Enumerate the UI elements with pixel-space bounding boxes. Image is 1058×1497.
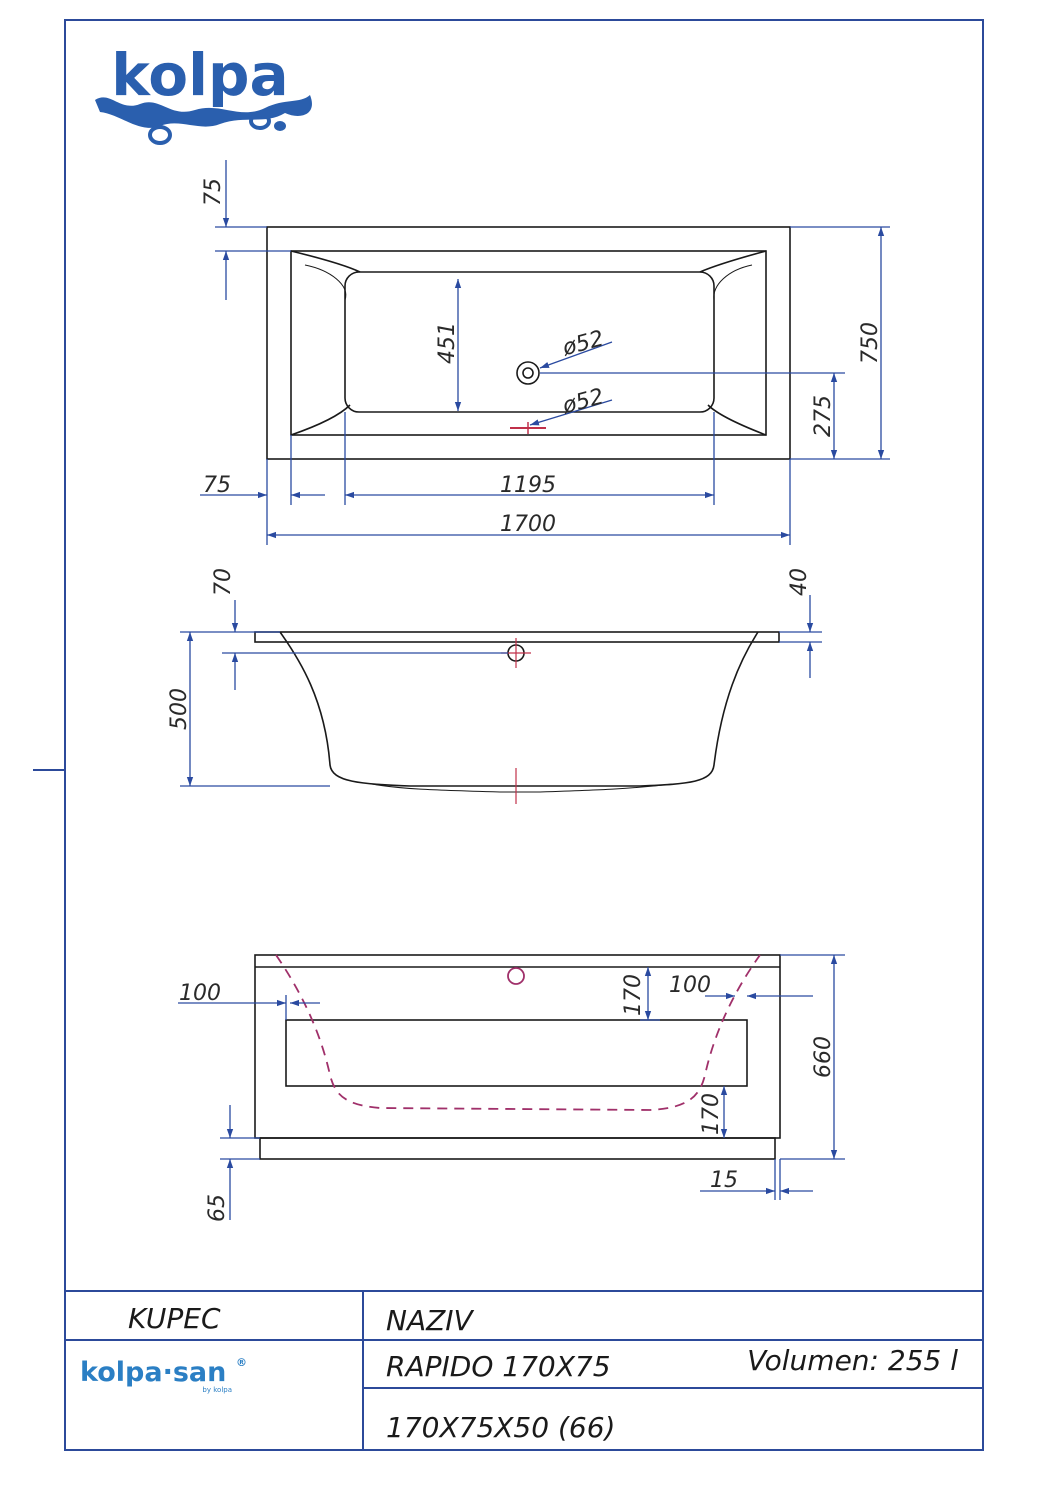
side-view — [254, 631, 780, 804]
kolpa-san-logo: kolpa·san ® by kolpa — [80, 1356, 247, 1394]
volume-value: Volumen: 255 l — [747, 1344, 958, 1377]
dim-overflow-dia-label: ø52 — [559, 384, 606, 419]
top-view — [266, 226, 791, 460]
model-name: RAPIDO 170X75 — [386, 1350, 611, 1383]
drain-outer — [516, 361, 540, 385]
dim-base-offset-label: 15 — [710, 1168, 738, 1193]
side-rim — [254, 631, 780, 643]
dim-rim-side-label: 75 — [203, 473, 231, 498]
logo-wave-icon — [95, 95, 312, 128]
dim-rim-left-label: 70 — [211, 568, 236, 596]
tub-rim-inner — [290, 250, 767, 436]
size-value: 170X75X50 (66) — [386, 1411, 615, 1444]
dim-rim-top-label: 75 — [201, 178, 226, 206]
dim-bottom-band-label: 170 — [699, 1093, 724, 1135]
front-base — [259, 1137, 776, 1160]
front-hidden-contour — [275, 954, 761, 1111]
top-view-dimensions — [200, 160, 890, 545]
footer-logo-wordmark: kolpa·san — [80, 1357, 226, 1388]
side-view-labels: 70 40 500 — [167, 568, 812, 730]
logo-drop-icon — [274, 121, 286, 131]
side-body — [279, 631, 759, 787]
front-view-labels: 100 100 170 170 660 65 15 — [179, 973, 836, 1222]
title-block — [65, 1290, 983, 1450]
logo-wordmark: kolpa — [111, 41, 288, 109]
dim-total-width-label: 750 — [858, 322, 883, 364]
front-view-dimensions — [178, 954, 845, 1220]
dim-left-inset-label: 100 — [179, 981, 221, 1006]
customer-label: KUPEC — [128, 1302, 221, 1335]
drain-inner — [522, 367, 534, 379]
front-overflow-icon — [507, 967, 525, 985]
dim-inner-length-label: 1195 — [500, 473, 556, 498]
dim-drain-offset-label: 275 — [811, 395, 836, 437]
front-window — [285, 1019, 748, 1087]
tub-outer-outline — [266, 226, 791, 460]
dim-total-height-label: 660 — [811, 1036, 836, 1078]
kolpa-logo: kolpa — [95, 41, 312, 145]
name-label: NAZIV — [386, 1304, 475, 1337]
footer-logo-sub: by kolpa — [202, 1386, 232, 1394]
dim-total-length-label: 1700 — [500, 512, 556, 537]
tub-basin — [344, 271, 715, 413]
dim-right-inset-label: 100 — [669, 973, 711, 998]
dim-drain-dia-label: ø52 — [559, 326, 606, 361]
front-view — [254, 954, 781, 1160]
side-view-dimensions — [180, 595, 822, 787]
logo-drop-icon — [249, 112, 271, 130]
page-frame — [64, 19, 984, 1451]
dim-depth-label: 500 — [167, 688, 192, 730]
dim-base-label: 65 — [205, 1194, 230, 1222]
logo-drop-icon — [148, 125, 172, 145]
dim-top-band-label: 170 — [621, 974, 646, 1016]
dim-inner-height-label: 451 — [435, 322, 460, 364]
dim-rim-right-label: 40 — [787, 568, 812, 596]
top-view-labels: 75 451 ø52 ø52 750 275 75 1195 1700 — [201, 178, 883, 537]
registered-mark: ® — [236, 1356, 247, 1369]
